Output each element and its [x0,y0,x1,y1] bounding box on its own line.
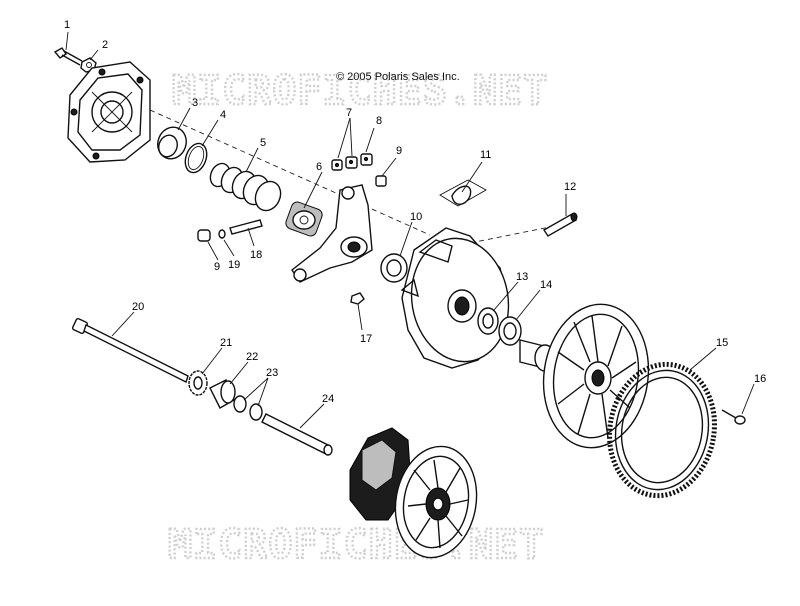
callout-9-lower: 9 [214,261,220,273]
part-4-snap-ring [184,142,208,174]
watermark-bottom: MICROFICHES.NET [168,522,544,568]
callout-7: 7 [346,107,352,119]
fixed-sheave [519,303,650,449]
part-14-ring [498,316,522,346]
part-15-ring-gear [607,361,717,499]
driven-clutch [349,427,478,559]
clutch-arm [291,184,373,283]
part-9-cap-upper [375,175,387,187]
part-24-shaft [261,413,333,456]
part-10-washer [380,253,408,283]
part-23-orings [233,395,263,421]
clutch-cover [67,61,151,163]
callout-22: 22 [246,351,258,363]
callout-20: 20 [132,301,144,313]
callout-19: 19 [228,259,240,271]
callout-11: 11 [480,149,491,161]
part-13-ring [477,307,499,335]
part-6-spider-hub [285,201,323,237]
callout-8: 8 [376,115,382,127]
copyright-text: © 2005 Polaris Sales Inc. [336,71,460,83]
part-7-8-nuts [331,153,373,171]
callout-9-upper: 9 [396,145,402,157]
part-21-washer [188,370,208,396]
callout-5: 5 [260,137,266,149]
part-12-pin [543,212,578,237]
callout-21: 21 [220,337,232,349]
callout-labels: 1 2 3 4 5 6 7 8 9 9 10 11 12 13 14 15 16… [64,19,766,405]
callout-13: 13 [516,271,528,283]
callout-1: 1 [64,19,70,31]
leader-lines [65,31,755,429]
callout-24: 24 [322,393,334,405]
part-16-screw [721,409,746,425]
callout-15: 15 [716,337,728,349]
callout-18: 18 [250,249,262,261]
callout-2: 2 [102,39,108,51]
movable-sheave [400,227,510,369]
axis-line [149,109,431,236]
part-9-cap-lower [197,229,211,242]
callout-6: 6 [316,161,322,173]
part-1-bolt [53,47,83,66]
callout-23: 23 [266,367,278,379]
callout-14: 14 [540,279,552,291]
callout-10: 10 [410,211,422,223]
part-3-bushing [157,126,187,160]
callout-16: 16 [754,373,766,385]
watermark-top: MICROFICHES.NET [172,68,548,114]
part-20-long-bolt [71,317,189,383]
part-17-nut [350,292,365,305]
part-18-pin [229,219,263,235]
callout-12: 12 [564,181,576,193]
part-22-bushing [209,379,236,409]
part-5-spring [209,162,282,212]
part-11-clip [439,179,487,207]
callout-17: 17 [360,333,372,345]
callout-3: 3 [192,97,198,109]
callout-4: 4 [220,109,226,121]
part-19-oring [218,229,226,239]
